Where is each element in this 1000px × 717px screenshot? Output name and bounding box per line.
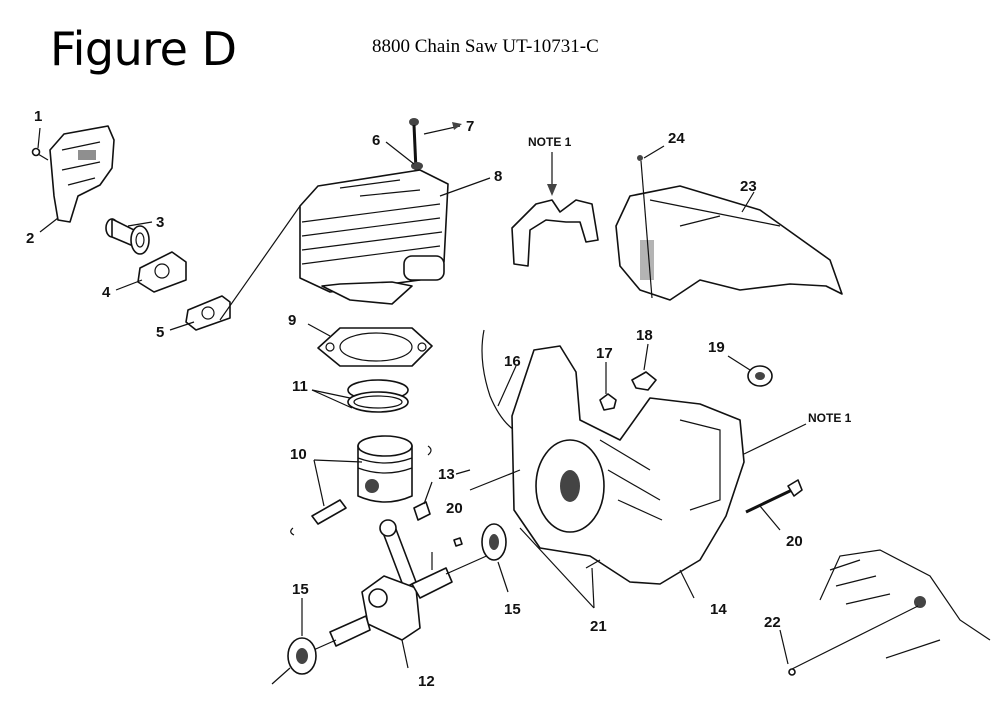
part-23-top-cover [615, 185, 843, 301]
callout-17: 17 [596, 345, 613, 362]
callout-20-right: 20 [786, 533, 803, 550]
callout-21: 21 [590, 618, 607, 635]
part-19-oil-seal [747, 365, 773, 387]
part-20-long-screw [745, 479, 803, 514]
part-18-grommet [631, 371, 657, 391]
callout-20-left: 20 [446, 500, 463, 517]
leader-lines [37, 122, 807, 669]
part-11-piston-rings [347, 379, 409, 413]
callout-10: 10 [290, 446, 307, 463]
part-15-main-bearing-left [271, 637, 317, 685]
figure-title: Figure D [50, 22, 237, 76]
callout-8: 8 [494, 168, 502, 185]
callout-2: 2 [26, 230, 34, 247]
part-10-piston [290, 435, 432, 536]
part-12-crankshaft [299, 519, 501, 657]
part-5-gasket [185, 295, 231, 331]
part-8-cylinder [219, 169, 449, 321]
callout-15-left: 15 [292, 581, 309, 598]
callout-23: 23 [740, 178, 757, 195]
callout-22: 22 [764, 614, 781, 631]
part-20-dowel-pin [431, 537, 463, 570]
part-17-nut [599, 393, 617, 411]
callout-11: 11 [292, 378, 308, 395]
note-1-right: NOTE 1 [808, 411, 852, 425]
part-13-needle-bearing [413, 501, 431, 521]
part-24-screw [637, 155, 653, 299]
callout-15-right: 15 [504, 601, 521, 618]
part-14-crankcase [455, 345, 745, 585]
callout-5: 5 [156, 324, 164, 341]
callout-14: 14 [710, 601, 727, 618]
part-3-intake-boot [105, 218, 150, 255]
callout-6: 6 [372, 132, 380, 149]
part-4-spacer [137, 251, 187, 293]
callout-labels: 1 2 3 4 5 6 7 8 9 10 11 12 13 14 15 15 1… [26, 108, 852, 690]
callout-4: 4 [102, 284, 111, 301]
part-22-housing-detail [788, 549, 991, 676]
callout-9: 9 [288, 312, 296, 329]
callout-12: 12 [418, 673, 435, 690]
callout-16: 16 [504, 353, 521, 370]
callout-7: 7 [466, 118, 474, 135]
callout-3: 3 [156, 214, 164, 231]
callout-19: 19 [708, 339, 725, 356]
part-16-fuel-line [481, 329, 515, 431]
callout-13: 13 [438, 466, 455, 483]
callout-1: 1 [34, 108, 42, 125]
part-1-screw [31, 147, 49, 161]
figure-subtitle: 8800 Chain Saw UT-10731-C [372, 36, 599, 57]
note-1-top: NOTE 1 [528, 135, 572, 149]
part-15-main-bearing-right [481, 523, 507, 561]
callout-18: 18 [636, 327, 653, 344]
part-9-cylinder-gasket [317, 327, 433, 367]
callout-24: 24 [668, 130, 685, 147]
part-2-cover-plate [49, 125, 115, 223]
note-1-bracket [511, 199, 599, 267]
